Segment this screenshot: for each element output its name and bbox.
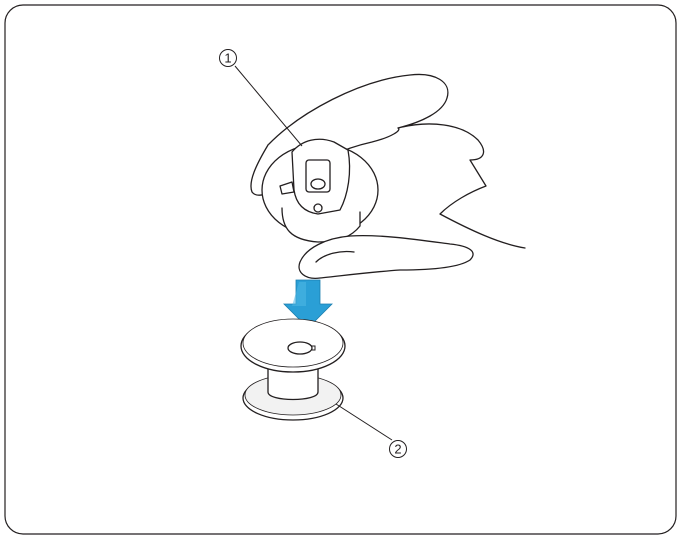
bobbin <box>241 319 345 420</box>
hand-with-bobbin-case <box>251 74 525 278</box>
callout-1: 1 <box>220 50 303 147</box>
callout-2: 2 <box>336 404 407 458</box>
latch-hole <box>311 179 325 189</box>
callout-1-number: 1 <box>224 51 231 66</box>
arrow-highlight <box>292 282 306 306</box>
callout-2-number: 2 <box>394 442 401 457</box>
latch-screw <box>314 204 322 212</box>
leader-line-1 <box>235 66 302 146</box>
thumb <box>299 236 473 279</box>
bobbin-hole <box>288 342 312 354</box>
leader-line-2 <box>336 404 392 440</box>
